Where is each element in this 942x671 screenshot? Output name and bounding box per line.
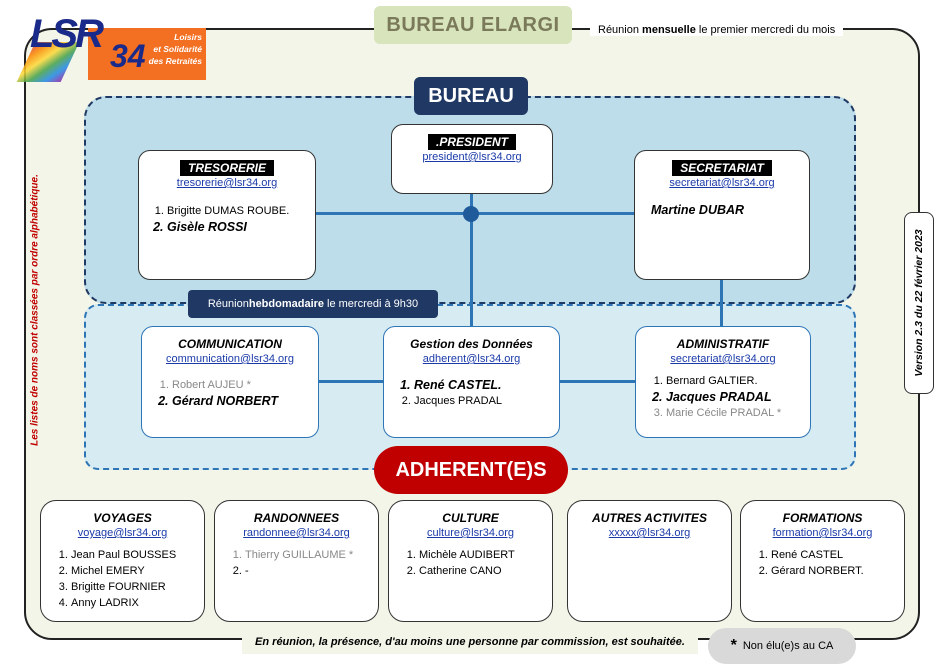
list-item: Gérard NORBERT.: [771, 563, 904, 579]
commission-title: VOYAGES: [93, 511, 152, 525]
commission-email[interactable]: culture@lsr34.org: [427, 527, 514, 539]
legend-star: *: [730, 637, 737, 654]
commission-culture-card: CULTURE culture@lsr34.org Michèle AUDIBE…: [388, 500, 553, 622]
bureau-label: BUREAU: [414, 77, 528, 115]
side-note-text: Les listes de noms sont classées par ord…: [29, 174, 41, 446]
gestion-donnees-email[interactable]: adherent@lsr34.org: [422, 353, 521, 365]
commission-title: CULTURE: [442, 511, 499, 525]
version-label: Version 2.3 du 22 février 2023: [904, 212, 934, 394]
administratif-card: ADMINISTRATIF secretariat@lsr34.org Bern…: [635, 326, 811, 438]
commission-members: Thierry GUILLAUME * -: [215, 547, 378, 579]
list-item: Catherine CANO: [419, 563, 552, 579]
tresorerie-members: Brigitte DUMAS ROUBE. Gisèle ROSSI: [139, 203, 315, 235]
president-email[interactable]: president@lsr34.org: [422, 151, 522, 163]
logo-number: 34: [110, 38, 146, 74]
president-card: .PRESIDENT president@lsr34.org: [391, 124, 553, 194]
list-item: Bernard GALTIER.: [666, 373, 810, 389]
list-item: René CASTEL: [771, 547, 904, 563]
list-item: -: [245, 563, 378, 579]
president-vertical-connector: [470, 194, 473, 330]
commission-voyages-card: VOYAGES voyage@lsr34.org Jean Paul BOUSS…: [40, 500, 205, 622]
commission-title: FORMATIONS: [782, 511, 863, 525]
administratif-connector: [560, 380, 636, 383]
commission-email[interactable]: formation@lsr34.org: [772, 527, 873, 539]
legend-text: Non élu(e)s au CA: [742, 640, 834, 652]
logo-tagline-3: des Retraités: [148, 56, 202, 66]
commission-members: Michèle AUDIBERT Catherine CANO: [389, 547, 552, 579]
tresorerie-email[interactable]: tresorerie@lsr34.org: [176, 177, 278, 189]
commission-email[interactable]: voyage@lsr34.org: [77, 527, 168, 539]
list-item: Robert AUJEU *: [172, 377, 318, 393]
footer-note: En réunion, la présence, d'au moins une …: [242, 630, 698, 654]
alphabetical-order-note: Les listes de noms sont classées par ord…: [20, 150, 50, 470]
secretariat-title: SECRETARIAT: [672, 160, 772, 176]
list-item: René CASTEL.: [414, 377, 559, 393]
list-item: Michel EMERY: [71, 563, 204, 579]
communication-card: COMMUNICATION communication@lsr34.org Ro…: [141, 326, 319, 438]
administratif-email[interactable]: secretariat@lsr34.org: [670, 353, 776, 365]
tresorerie-title: TRESORERIE: [179, 160, 274, 176]
commission-members: René CASTEL Gérard NORBERT.: [741, 547, 904, 579]
communication-connector: [318, 380, 384, 383]
list-item: Brigitte FOURNIER: [71, 579, 204, 595]
logo-tagline-1: Loisirs: [174, 32, 202, 42]
gestion-donnees-card: Gestion des Données adherent@lsr34.org R…: [383, 326, 560, 438]
page-title: BUREAU ELARGI: [374, 6, 572, 44]
list-item: Jean Paul BOUSSES: [71, 547, 204, 563]
secretariat-card: SECRETARIAT secretariat@lsr34.org Martin…: [634, 150, 810, 280]
communication-email[interactable]: communication@lsr34.org: [166, 353, 294, 365]
communication-title: COMMUNICATION: [178, 337, 282, 351]
list-item: Michèle AUDIBERT: [419, 547, 552, 563]
list-item: Anny LADRIX: [71, 595, 204, 611]
tresorerie-card: TRESORERIE tresorerie@lsr34.org Brigitte…: [138, 150, 316, 280]
logo-tagline-2: et Solidarité: [153, 44, 202, 54]
logo-orange-bar: [88, 28, 206, 80]
gestion-donnees-members: René CASTEL. Jacques PRADAL: [384, 377, 559, 409]
administratif-title: ADMINISTRATIF: [676, 337, 770, 351]
president-title: .PRESIDENT: [427, 134, 516, 150]
logo-abbr: LSR: [30, 12, 104, 56]
gestion-donnees-title: Gestion des Données: [410, 337, 533, 351]
secretariat-member: Martine DUBAR: [651, 203, 745, 217]
commission-autres-activites-card: AUTRES ACTIVITES xxxxx@lsr34.org: [567, 500, 732, 622]
commission-email[interactable]: randonnee@lsr34.org: [243, 527, 350, 539]
administratif-members: Bernard GALTIER. Jacques PRADAL Marie Cé…: [636, 373, 810, 421]
commission-randonnees-card: RANDONNEES randonnee@lsr34.org Thierry G…: [214, 500, 379, 622]
communication-members: Robert AUJEU * Gérard NORBERT: [142, 377, 318, 409]
lsr34-logo: LSR 34 Loisirs et Solidarité des Retrait…: [16, 6, 208, 82]
commission-formations-card: FORMATIONS formation@lsr34.org René CAST…: [740, 500, 905, 622]
version-text: Version 2.3 du 22 février 2023: [913, 229, 925, 377]
non-elected-legend: * Non élu(e)s au CA: [708, 628, 856, 664]
junction-dot: [463, 206, 479, 222]
list-item: Jacques PRADAL: [414, 393, 559, 409]
list-item: Marie Cécile PRADAL *: [666, 405, 810, 421]
list-item: Gérard NORBERT: [172, 393, 318, 409]
list-item: Brigitte DUMAS ROUBE.: [167, 203, 315, 219]
secretariat-admin-connector: [720, 280, 723, 326]
weekly-meeting-note: Réunion hebdomadaire le mercredi à 9h30: [188, 290, 438, 318]
monthly-meeting-note: Réunion mensuelle le premier mercredi du…: [590, 24, 844, 36]
logo-tagline: Loisirs et Solidarité des Retraités: [149, 31, 202, 67]
commission-title: RANDONNEES: [253, 511, 340, 525]
commission-title: AUTRES ACTIVITES: [592, 511, 707, 525]
commission-email[interactable]: xxxxx@lsr34.org: [608, 527, 691, 539]
secretariat-email[interactable]: secretariat@lsr34.org: [669, 177, 775, 189]
list-item: Gisèle ROSSI: [167, 219, 315, 235]
commission-members: Jean Paul BOUSSES Michel EMERY Brigitte …: [41, 547, 204, 611]
list-item: Thierry GUILLAUME *: [245, 547, 378, 563]
list-item: Jacques PRADAL: [666, 389, 810, 405]
adherents-label: ADHERENT(E)S: [374, 446, 568, 494]
